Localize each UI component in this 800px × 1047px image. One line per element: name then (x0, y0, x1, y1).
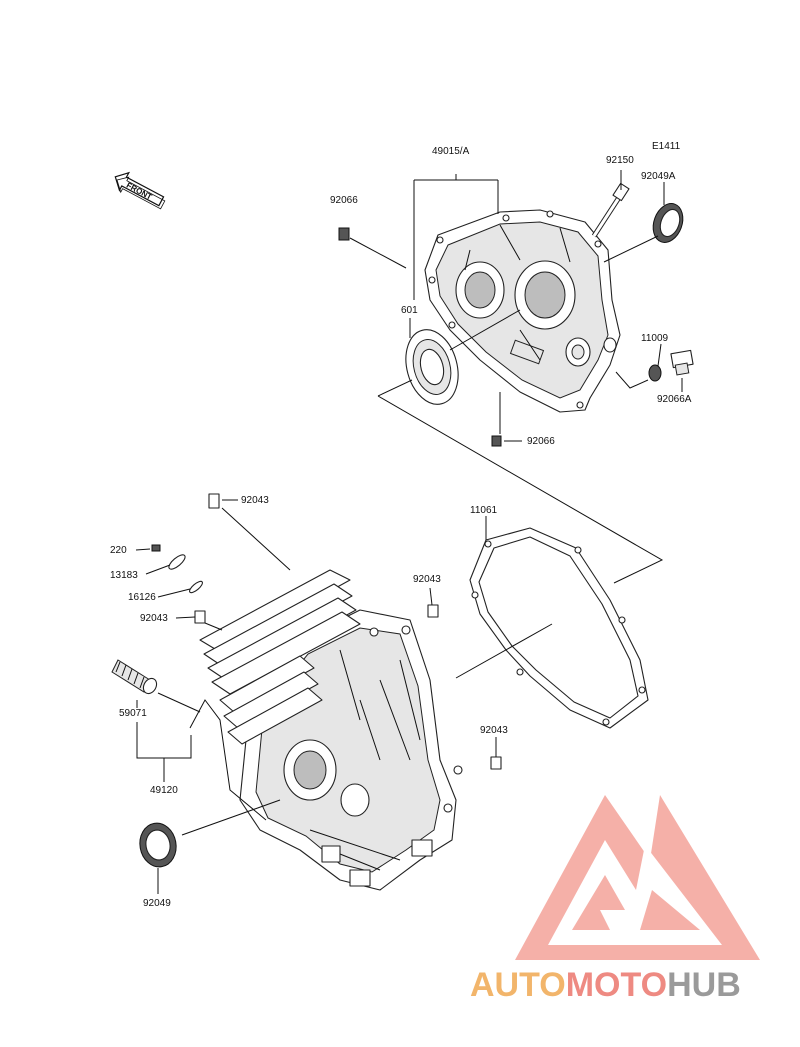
breather-parts (151, 544, 203, 594)
dowel-92043-left (194, 610, 206, 624)
callout-92043-top: 92043 (241, 495, 269, 506)
gasket (469, 527, 649, 729)
callout-92066-top: 92066 (330, 195, 358, 206)
washer-11009 (648, 364, 662, 382)
bearing (405, 329, 459, 405)
pin-92066-mid (491, 435, 502, 447)
dowel-92043-top (208, 493, 220, 509)
governor-arm (189, 699, 267, 821)
dowel-92043-low (490, 756, 502, 770)
watermark-text: AUTOMOTOHUB (470, 966, 741, 1004)
bolt-92150 (591, 182, 630, 238)
callout-220: 220 (110, 545, 127, 556)
diagram-code: E1411 (652, 141, 681, 152)
callout-11061: 11061 (470, 505, 498, 516)
callout-13183: 13183 (110, 570, 138, 581)
crankcase-cover (424, 209, 621, 413)
watermark-logo (515, 795, 760, 960)
oil-seal-lower (139, 822, 177, 868)
callout-92043-low: 92043 (480, 725, 508, 736)
plug-92066A (670, 349, 694, 376)
dowel-92043-right (427, 604, 439, 618)
callout-16126: 16126 (128, 592, 156, 603)
callout-601: 601 (401, 305, 418, 316)
callout-49015: 49015/A (432, 146, 470, 157)
callout-92049A: 92049A (641, 171, 676, 182)
pin-92066-top (338, 227, 350, 241)
spring-59071 (111, 659, 158, 695)
cylinder-fins (199, 569, 361, 745)
callout-92066A: 92066A (657, 394, 692, 405)
callout-92043-left: 92043 (140, 613, 168, 624)
callout-92150: 92150 (606, 155, 634, 166)
callout-59071: 59071 (119, 708, 147, 719)
callout-11009: 11009 (641, 333, 669, 344)
callout-92049: 92049 (143, 898, 171, 909)
front-arrow: FRONT (114, 171, 166, 210)
crankcase (199, 569, 463, 891)
oil-seal-upper (652, 203, 684, 243)
callout-49120: 49120 (150, 785, 178, 796)
callout-92043-right: 92043 (413, 574, 441, 585)
callout-92066-mid: 92066 (527, 436, 555, 447)
